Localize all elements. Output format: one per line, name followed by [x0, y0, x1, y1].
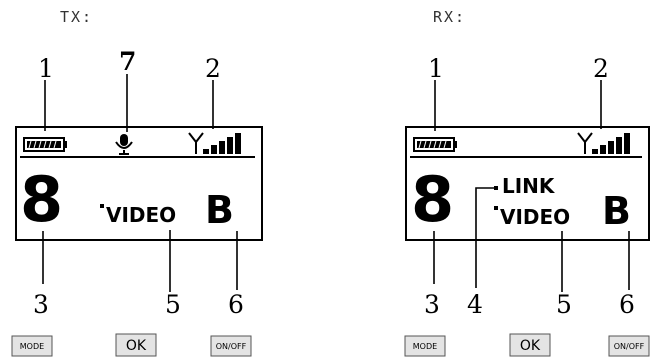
- rx-callout-link: 4: [467, 290, 483, 319]
- tx-callout-mic: 7: [119, 47, 136, 76]
- tx-callout-band: 6: [228, 290, 244, 319]
- rx-callout-video: 5: [556, 290, 572, 319]
- rx-lead-link: [475, 187, 496, 288]
- rx-title: RX:: [433, 8, 466, 26]
- rx-panel: RX: 1 2 8: [404, 8, 650, 357]
- rx-mode-button[interactable]: MODE: [404, 335, 446, 357]
- battery-icon: [413, 137, 457, 152]
- tx-callout-battery: 1: [38, 54, 54, 83]
- tx-ok-button-label: OK: [126, 338, 147, 354]
- battery-icon: [23, 137, 67, 152]
- tx-video-label: VIDEO: [106, 203, 176, 227]
- tx-channel-digit: 8: [20, 163, 63, 236]
- rx-onoff-button[interactable]: ON/OFF: [608, 335, 650, 357]
- tx-mode-button[interactable]: MODE: [11, 335, 53, 357]
- rx-ok-button[interactable]: OK: [509, 333, 551, 357]
- tx-callout-video: 5: [165, 290, 181, 319]
- rx-band-letter: B: [602, 189, 631, 233]
- tx-ok-button[interactable]: OK: [115, 333, 157, 357]
- tx-video-dot: [100, 204, 104, 208]
- rx-mode-button-label: MODE: [413, 342, 437, 351]
- rx-link-label: LINK: [502, 174, 556, 198]
- signal-bars-icon: [203, 133, 241, 154]
- tx-callout-channel: 3: [33, 290, 49, 319]
- rx-ok-button-label: OK: [520, 338, 541, 354]
- tx-title: TX:: [60, 8, 93, 26]
- microphone-icon: [115, 134, 133, 155]
- tx-onoff-button-label: ON/OFF: [216, 342, 247, 351]
- rx-video-label: VIDEO: [500, 205, 570, 229]
- tx-onoff-button[interactable]: ON/OFF: [210, 335, 252, 357]
- rx-callout-battery: 1: [428, 54, 444, 83]
- rx-video-dot: [494, 206, 498, 210]
- signal-bars-icon: [592, 133, 630, 154]
- antenna-icon: [577, 132, 593, 154]
- rx-callout-band: 6: [619, 290, 635, 319]
- tx-callout-signal: 2: [205, 54, 221, 83]
- tx-mode-button-label: MODE: [20, 342, 44, 351]
- rx-callout-channel: 3: [424, 290, 440, 319]
- tx-band-letter: B: [205, 188, 234, 232]
- rx-channel-digit: 8: [411, 163, 454, 236]
- tx-panel: TX: 1 7 2: [11, 8, 263, 357]
- rx-callout-signal: 2: [593, 54, 609, 83]
- rx-onoff-button-label: ON/OFF: [614, 342, 645, 351]
- antenna-icon: [188, 132, 204, 154]
